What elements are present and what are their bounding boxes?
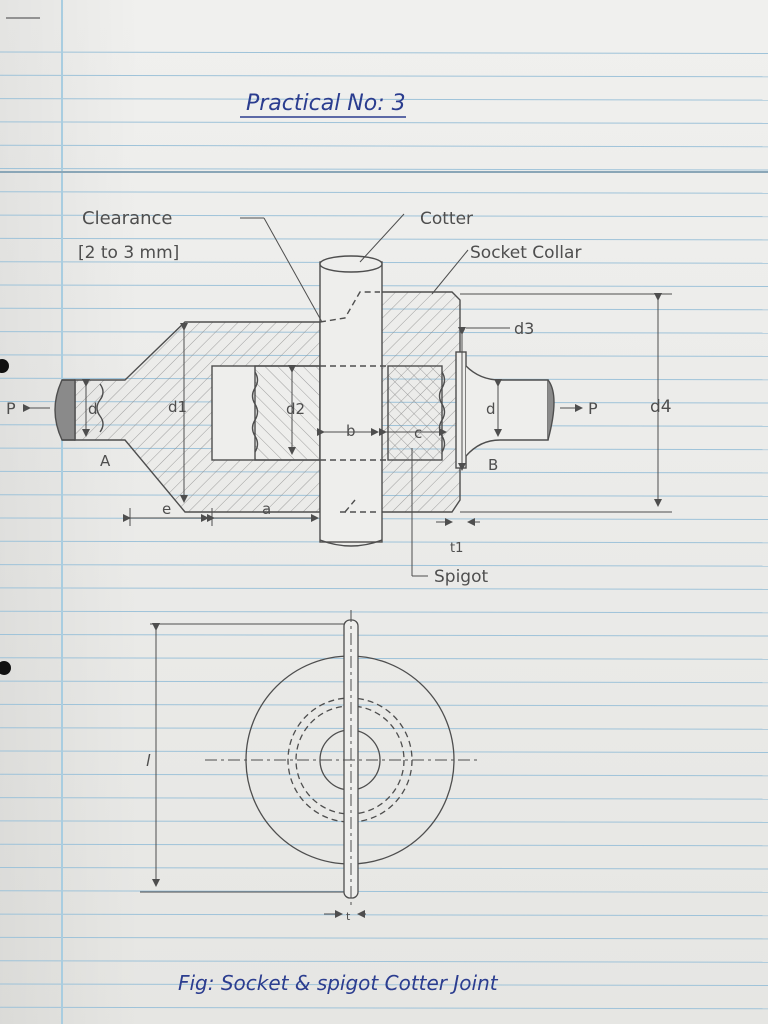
ruled-line: [0, 610, 768, 614]
ruled-line: [0, 983, 768, 986]
cotter-bottom: [319, 539, 383, 547]
label-d4: d4: [650, 397, 672, 417]
spigot-section: [387, 365, 443, 461]
label-b: b: [346, 422, 356, 440]
ruled-line: [0, 1006, 768, 1010]
ruled-line: [0, 168, 768, 171]
break-line: [438, 371, 446, 453]
leader-clearance: [263, 217, 323, 323]
cotter-hidden-bottom: [340, 499, 380, 513]
ruled-line: [0, 98, 768, 101]
ruled-line: [0, 936, 768, 940]
binder-hole: [0, 661, 11, 675]
ruled-line: [0, 587, 768, 590]
label-a: a: [262, 500, 271, 518]
label-spigot: Spigot: [434, 567, 488, 587]
label-l: l: [146, 751, 151, 770]
ruled-line: [0, 237, 768, 241]
spigot-collar-plate: [455, 351, 467, 469]
ruled-line: [0, 773, 768, 777]
left-rod-break: [54, 379, 76, 441]
ruled-line: [0, 540, 768, 544]
ruled-line: [0, 564, 768, 567]
ruled-line: [0, 727, 768, 730]
label-P-right: P: [588, 399, 598, 418]
top-view: [140, 610, 480, 918]
ruled-line: [0, 634, 768, 637]
left-rod-edges: [62, 379, 75, 441]
label-clearance-range: [2 to 3 mm]: [78, 243, 179, 263]
label-A: A: [100, 452, 111, 470]
label-clearance: Clearance: [82, 208, 172, 229]
label-socket-collar: Socket Collar: [470, 243, 581, 263]
label-t: t: [346, 910, 351, 923]
break-line: [251, 371, 259, 453]
label-d3: d3: [514, 319, 534, 338]
label-d-right: d: [486, 400, 496, 418]
ruled-line: [0, 843, 768, 847]
leader-collar: [431, 249, 469, 295]
break-line: [96, 383, 104, 433]
ruled-line: [0, 144, 768, 148]
ruled-line: [0, 214, 768, 218]
label-t1: t1: [450, 541, 463, 556]
label-d1: d1: [168, 398, 187, 416]
ruled-line: [0, 657, 768, 660]
ruled-line: [0, 284, 768, 287]
ruled-line: [0, 820, 768, 823]
label-B: B: [488, 456, 498, 474]
figure-caption: Fig: Socket & spigot Cotter Joint: [178, 971, 499, 995]
ruled-line: [0, 960, 768, 963]
ruled-line: [0, 261, 768, 264]
label-c: c: [414, 424, 422, 442]
label-d2: d2: [286, 400, 305, 418]
right-rod-break: [547, 379, 555, 441]
label-P-left: P: [6, 399, 16, 418]
page-title: Practical No: 3: [246, 91, 406, 116]
cotter: [319, 261, 383, 543]
binder-hole: [0, 359, 9, 373]
ruled-line: [0, 797, 768, 800]
dimensions: [23, 213, 672, 577]
ruled-line: [0, 121, 768, 124]
ruled-line: [0, 74, 768, 78]
ruled-line: [0, 867, 768, 870]
ruled-line: [0, 680, 768, 684]
ruled-line: [0, 913, 768, 917]
sectional-view: [54, 255, 555, 547]
ruled-line: [0, 191, 768, 194]
right-rod: [465, 365, 549, 457]
ruled-line: [0, 703, 768, 707]
ruled-line: [0, 517, 768, 520]
ruled-line: [0, 51, 768, 54]
label-cotter: Cotter: [420, 209, 473, 229]
leader-cotter: [359, 213, 405, 263]
label-e: e: [162, 500, 171, 518]
cotter-hidden-top: [319, 291, 380, 323]
label-d-left: d: [88, 400, 98, 418]
ruled-line: [0, 750, 768, 753]
ruled-line: [0, 890, 768, 893]
ruled-lines: [0, 51, 768, 1010]
cotter-top: [319, 255, 383, 273]
spigot-end: [254, 365, 321, 461]
